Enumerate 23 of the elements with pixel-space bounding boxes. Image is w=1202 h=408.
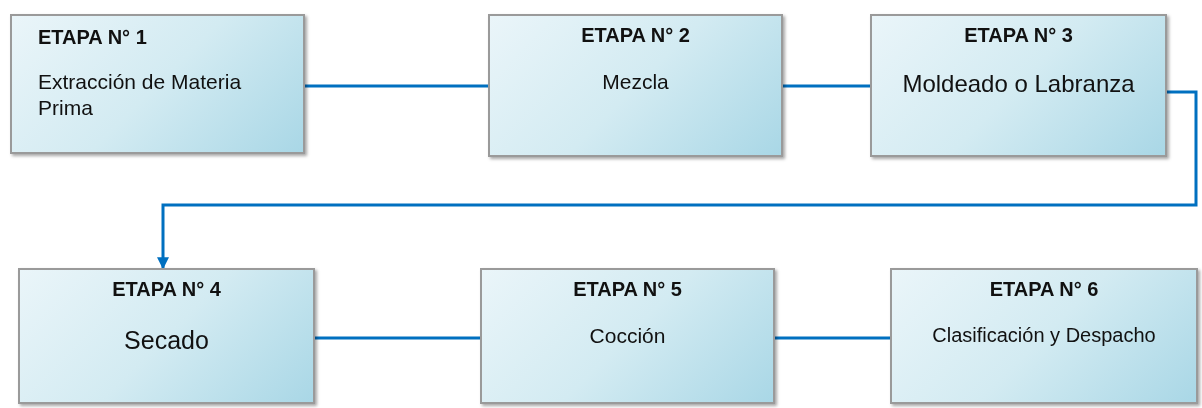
connector-line [305,84,488,88]
stage-heading: ETAPA N° 6 [989,278,1099,301]
stage-description: Extracción de Materia Prima [38,69,243,122]
process-box [870,14,1167,157]
process-box [480,268,775,404]
arrow [157,90,1198,270]
process-box [488,14,783,157]
stage-description: Secado [124,325,209,356]
connector-line [315,336,480,340]
process-box [18,268,315,404]
stage-description: Mezcla [602,69,669,95]
stage-description: Cocción [589,323,666,349]
connector-line [775,336,890,340]
process-box [890,268,1198,404]
stage-description: Clasificación y Despacho [932,323,1156,348]
stage-heading: ETAPA N° 2 [581,24,690,47]
connector-line [783,84,870,88]
stage-heading: ETAPA N° 5 [573,278,682,301]
stage-heading: ETAPA N° 4 [112,278,221,301]
stage-description: Moldeado o Labranza [902,69,1135,99]
process-box [10,14,305,154]
stage-heading: ETAPA N° 1 [38,26,147,49]
stage-heading: ETAPA N° 3 [964,24,1073,47]
